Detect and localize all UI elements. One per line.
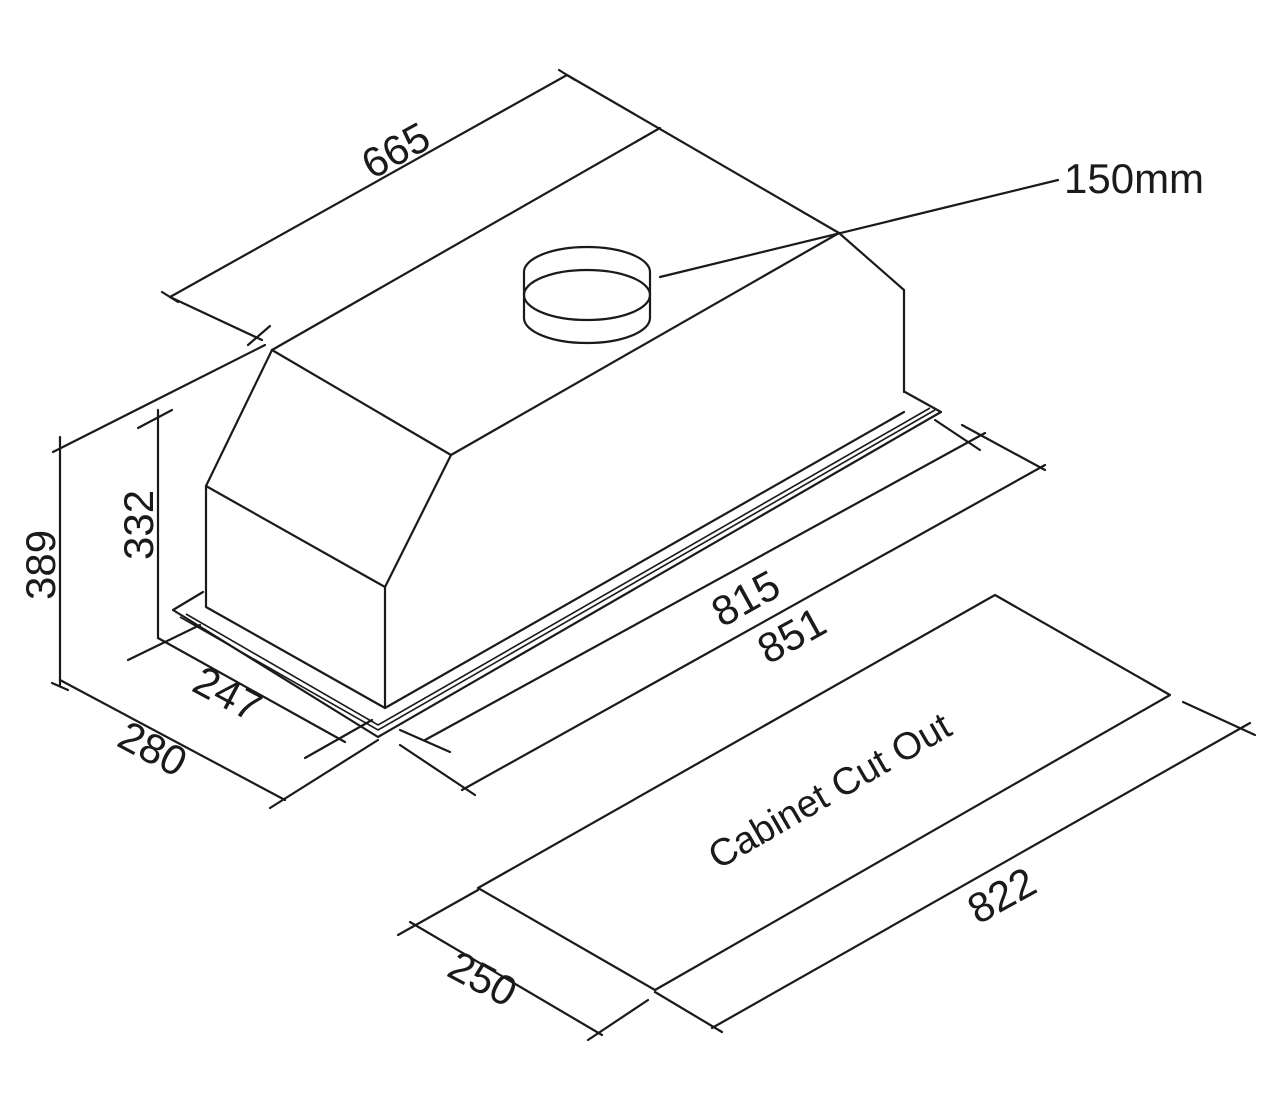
cabinet-cutout-label: Cabinet Cut Out	[702, 705, 959, 878]
dim-247-label: 247	[186, 656, 270, 730]
top-ridge-back	[270, 126, 662, 352]
dim-247	[156, 636, 374, 760]
right-chamfer	[837, 231, 906, 394]
dim-822-label: 822	[960, 858, 1044, 933]
dim-332-label: 332	[115, 490, 162, 560]
dim-250	[396, 888, 650, 1042]
duct-cylinder	[522, 245, 652, 345]
flange-outline	[171, 390, 943, 739]
flange-plate	[171, 390, 943, 739]
dim-280	[58, 678, 380, 810]
dim-250-label: 250	[441, 941, 525, 1015]
duct-diameter-label: 150mm	[1064, 155, 1204, 202]
top-face-edges	[270, 231, 841, 457]
flange-inner-line-2	[185, 407, 931, 726]
duct-outlet	[522, 178, 1060, 345]
hood-body	[204, 126, 906, 710]
duct-leader-line	[658, 178, 1060, 279]
dim-389	[50, 343, 267, 692]
duct-rim	[522, 268, 652, 322]
cabinet-cutout-outline	[476, 593, 1172, 992]
dim-851	[398, 423, 1047, 797]
dim-280-label: 280	[111, 711, 195, 785]
front-face-top-edge	[204, 484, 387, 589]
dim-389-label: 389	[17, 530, 64, 600]
dim-815	[398, 418, 987, 754]
flange-inner-line	[179, 409, 936, 731]
bottom-long-edge	[383, 410, 906, 710]
dim-822	[653, 700, 1257, 1034]
dim-665	[160, 68, 841, 347]
dim-665-label: 665	[354, 113, 438, 188]
front-left-face	[204, 348, 453, 710]
